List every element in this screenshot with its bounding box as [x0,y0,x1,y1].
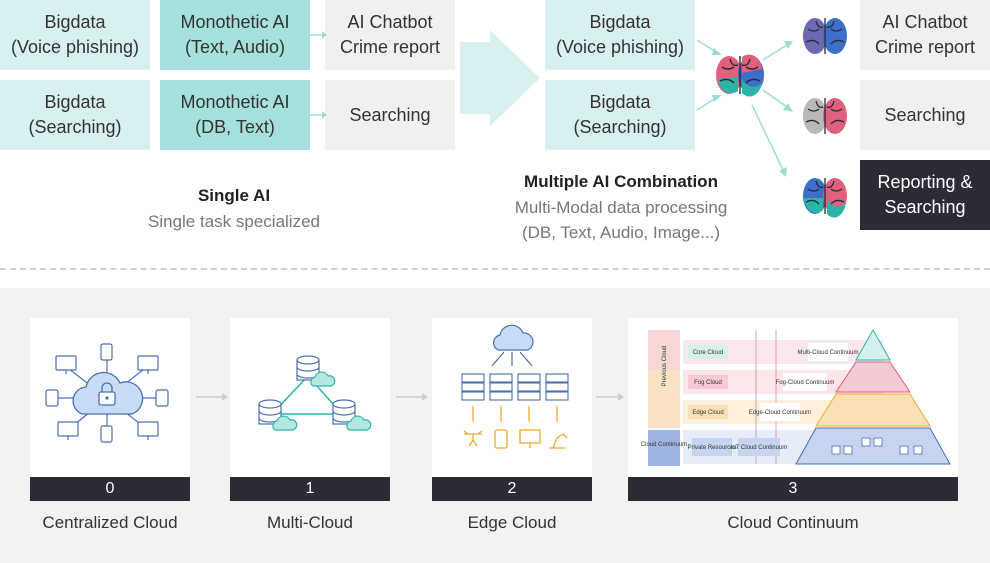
continuum-edge: Edge Cloud [692,410,723,416]
single-subtitle: Single task specialized [148,212,320,231]
stage-number-2: 2 [432,477,592,501]
multi-subtitle: Multi-Modal data processing (DB, Text, A… [514,198,728,242]
edge-cloud-illustration [461,324,569,449]
card-multi-cloud [230,318,390,478]
device-glyphs [831,437,923,455]
continuum-fog: Fog Cloud [694,380,722,386]
single-model-text-audio: Monothetic AI (Text, Audio) [160,0,310,70]
multi-bigdata-searching: Bigdata (Searching) [545,80,695,150]
multi-bigdata-voice: Bigdata (Voice phishing) [545,0,695,70]
brain-icon-pink [803,98,847,134]
stage-number-1: 1 [230,477,390,501]
multi-title: Multiple AI Combination [524,172,718,191]
multi-connections [696,18,847,218]
continuum-fog-cont: Fog-Cloud Continuum [776,380,835,386]
stage-number-0: 0 [30,477,190,501]
multi-output-reporting: Reporting & Searching [860,160,990,230]
edge-device-icons [463,429,568,449]
single-arrows [310,30,540,126]
multi-output-chatbot: AI Chatbot Crime report [860,0,990,70]
stage-label-continuum: Cloud Continuum [727,513,859,532]
single-output-chatbot: AI Chatbot Crime report [325,0,455,70]
database-cloud-icon [332,399,372,431]
stage-label-centralized: Centralized Cloud [42,513,178,532]
server-rack-icons [461,373,569,401]
cloud-lock-icon [72,371,144,415]
stage-label-edge: Edge Cloud [467,513,557,532]
brain-icon-mixed [803,178,847,218]
multi-cloud-illustration [258,355,372,431]
centralized-cloud-illustration [45,343,169,443]
card-cloud-continuum: Previous Cloud Cloud Continuum Core Clou… [628,318,958,478]
single-bigdata-voice: Bigdata (Voice phishing) [0,0,150,70]
database-cloud-icon [258,399,298,431]
brain-icon-blue [803,18,847,54]
continuum-side-bottom: Cloud Continuum [641,442,687,448]
multi-output-searching: Searching [860,80,990,150]
stage-number-3: 3 [628,477,958,501]
database-cloud-icon [296,355,336,387]
card-centralized-cloud [30,318,190,478]
cloud-continuum-illustration: Previous Cloud Cloud Continuum Core Clou… [641,328,951,466]
single-bigdata-searching: Bigdata (Searching) [0,80,150,150]
big-arrow [460,30,540,126]
continuum-multi: Multi-Cloud Continuum [797,350,858,356]
cloud-icon [492,324,534,351]
card-edge-cloud [432,318,592,478]
single-output-searching: Searching [325,80,455,150]
single-model-db-text: Monothetic AI (DB, Text) [160,80,310,150]
continuum-private: Private Resources [687,445,736,451]
section-divider [0,268,990,270]
stage-arrows [196,393,624,401]
stage-label-multi: Multi-Cloud [267,513,353,532]
continuum-edge-cont: Edge-Cloud Continuum [749,410,811,416]
monitor-icons [45,343,169,443]
continuum-iot: IoT Cloud Continuum [731,445,788,451]
single-title: Single AI [197,186,271,205]
continuum-side-top: Previous Cloud [662,346,668,387]
continuum-core: Core Cloud [693,350,723,356]
brain-icon-multicolor [716,54,764,97]
